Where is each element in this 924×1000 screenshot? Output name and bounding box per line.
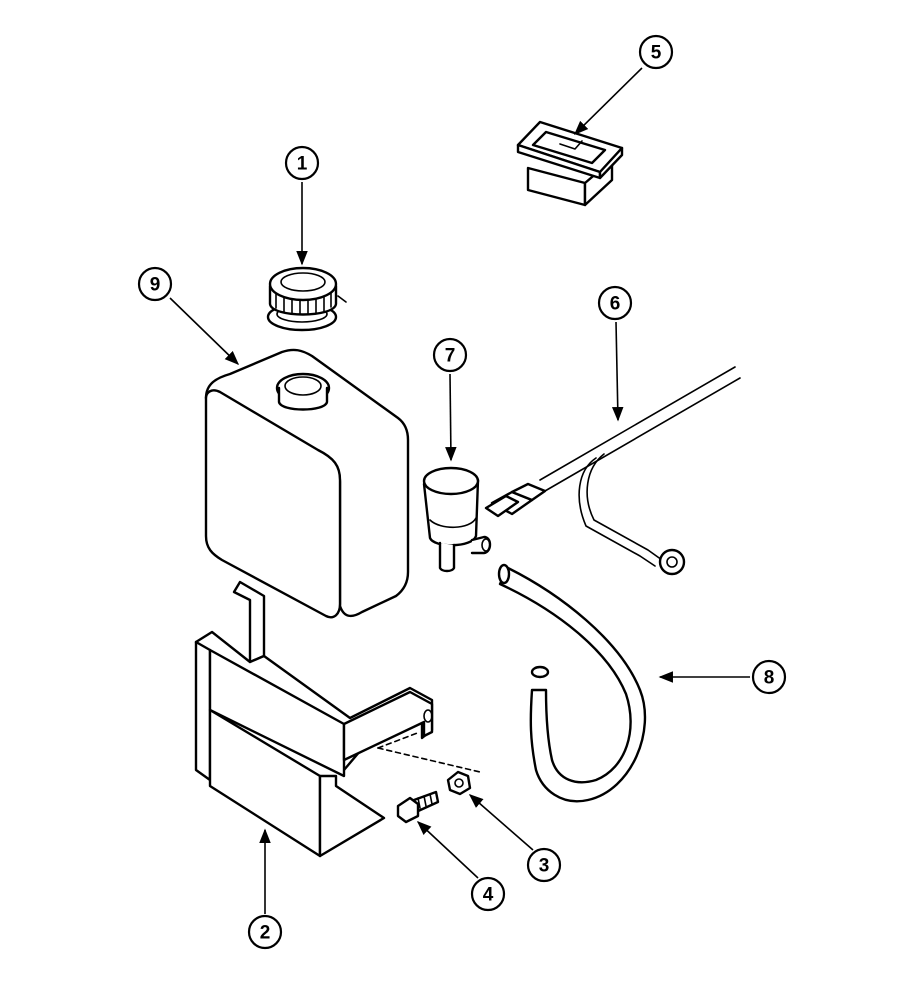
leader-3 xyxy=(468,794,534,851)
bolt-part xyxy=(396,790,440,824)
callout-8: 8 xyxy=(751,659,787,695)
callout-5: 5 xyxy=(638,34,674,70)
leader-7 xyxy=(445,373,457,462)
callout-4: 4 xyxy=(470,876,506,912)
wiring-harness-part xyxy=(484,366,741,576)
callout-7-label: 7 xyxy=(445,346,456,367)
callout-6-label: 6 xyxy=(610,294,621,315)
mounting-bracket-part xyxy=(194,580,481,858)
filler-cap-part xyxy=(266,266,347,332)
leader-lines xyxy=(169,67,750,914)
rocker-switch-part xyxy=(516,120,624,207)
callout-3-label: 3 xyxy=(539,856,550,877)
leader-6 xyxy=(611,321,624,422)
callout-8-label: 8 xyxy=(764,668,775,689)
leader-4 xyxy=(416,821,479,879)
callout-2: 2 xyxy=(247,914,283,950)
callout-1: 1 xyxy=(284,145,320,181)
leader-9 xyxy=(169,297,240,366)
callout-6: 6 xyxy=(597,285,633,321)
callout-5-label: 5 xyxy=(651,43,662,64)
callout-9-label: 9 xyxy=(150,275,161,296)
callout-2-label: 2 xyxy=(260,923,271,944)
hose-part xyxy=(497,563,647,803)
nut-part xyxy=(446,770,472,796)
callout-1-label: 1 xyxy=(297,154,308,175)
callout-9: 9 xyxy=(137,266,173,302)
callout-7: 7 xyxy=(432,337,468,373)
callout-3: 3 xyxy=(526,847,562,883)
washer-pump-part xyxy=(422,466,492,573)
reservoir-tank-part xyxy=(204,348,410,619)
callout-4-label: 4 xyxy=(483,885,494,906)
leader-5 xyxy=(573,67,643,136)
